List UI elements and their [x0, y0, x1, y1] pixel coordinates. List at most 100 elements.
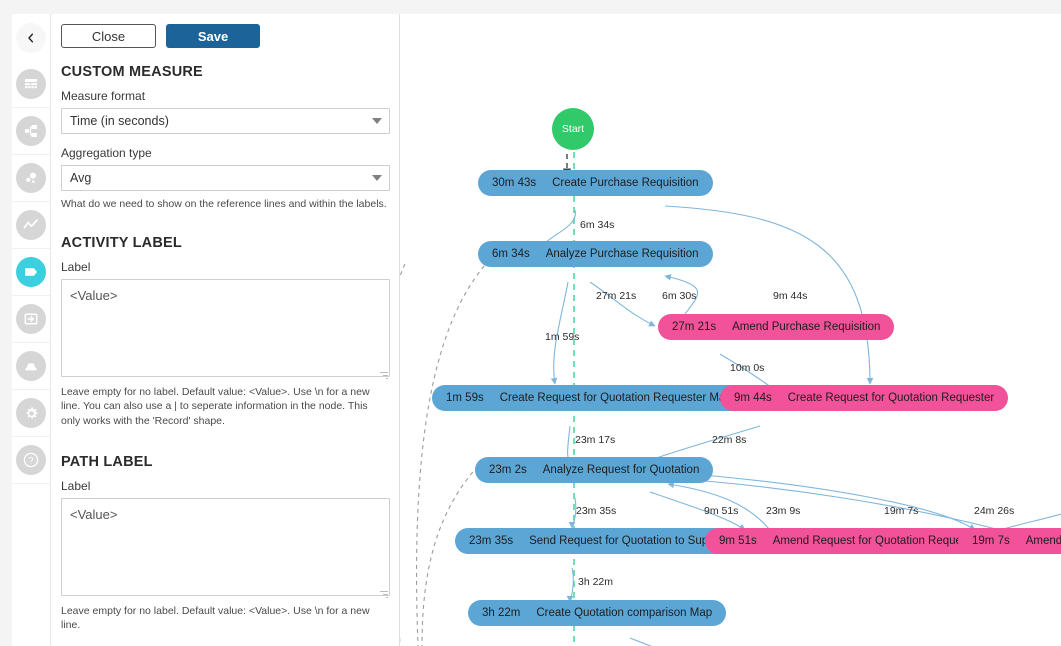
path-label-title: PATH LABEL	[61, 453, 153, 470]
edge-label: 10m 0s	[730, 362, 765, 374]
node-analyze-purchase-requisition[interactable]: 6m 34s Analyze Purchase Requisition	[478, 241, 713, 267]
aggregation-type-select-wrap: Avg	[61, 165, 390, 191]
node-duration: 6m 34s	[492, 248, 530, 260]
node-name: Analyze Purchase Requisition	[545, 248, 699, 260]
node-duration: 27m 21s	[672, 321, 717, 333]
process-map-edges	[400, 130, 1061, 646]
node-duration: 9m 44s	[734, 392, 772, 404]
collapse-panel-button[interactable]	[16, 22, 46, 53]
rail-cell	[12, 108, 50, 155]
panel-actions: Close Save	[61, 24, 387, 48]
node-duration: 9m 51s	[719, 535, 757, 547]
node-name: Create Request for Quotation Requester M…	[499, 392, 755, 404]
process-map-canvas[interactable]: Start 30m 43s Create Purchase Requisitio…	[400, 14, 1061, 646]
chevron-down-icon	[372, 175, 382, 181]
save-button[interactable]: Save	[166, 24, 260, 48]
node-name: Create Quotation comparison Map	[536, 607, 713, 619]
node-duration: 19m 7s	[972, 535, 1010, 547]
custom-measure-hint: What do we need to show on the reference…	[61, 198, 387, 210]
measure-format-select-wrap: Time (in seconds)	[61, 108, 390, 134]
node-name: Amend Request for Quotation Requester	[772, 535, 982, 547]
table-icon	[25, 79, 37, 89]
node-amend-request-truncated[interactable]: 19m 7s Amend Req	[958, 528, 1061, 554]
node-analyze-request-for-quotation[interactable]: 23m 2s Analyze Request for Quotation	[475, 457, 714, 483]
node-duration: 3h 22m	[482, 607, 521, 619]
rail-item-table[interactable]	[16, 69, 46, 99]
activity-label-input[interactable]	[61, 279, 390, 378]
measure-format-select[interactable]: Time (in seconds)	[61, 108, 390, 134]
close-button[interactable]: Close	[61, 24, 156, 48]
rail-item-import[interactable]	[16, 304, 46, 334]
gear-icon	[26, 406, 38, 419]
node-create-quotation-comparison-map[interactable]: 3h 22m Create Quotation comparison Map	[468, 600, 727, 626]
node-start[interactable]: Start	[552, 108, 594, 150]
node-name: Analyze Request for Quotation	[542, 464, 700, 476]
top-strip	[0, 0, 1061, 14]
node-duration: 1m 59s	[446, 392, 484, 404]
activity-label-hint: Leave empty for no label. Default value:…	[61, 386, 370, 427]
rail-item-bubble-chart[interactable]	[16, 163, 46, 193]
bubble-chart-icon	[26, 172, 36, 183]
rail-item-settings[interactable]	[16, 398, 46, 428]
rail-item-line-chart[interactable]	[16, 210, 46, 240]
path-label-field-label: Label	[61, 478, 91, 493]
rail-item-help[interactable]: ?	[16, 445, 46, 475]
edge-label: 23m 17s	[575, 434, 616, 446]
rail-item-labels[interactable]	[16, 257, 46, 287]
edge-label: 3h 22m	[578, 576, 614, 588]
edge-label: 27m 21s	[596, 290, 637, 302]
node-amend-purchase-requisition[interactable]: 27m 21s Amend Purchase Requisition	[658, 314, 895, 340]
aggregation-type-select[interactable]: Avg	[61, 165, 390, 191]
rail-cell	[12, 390, 50, 437]
edge-label: 6m 30s	[662, 290, 697, 302]
node-name: Create Purchase Requisition	[552, 177, 699, 189]
edge-label: 24m 26s	[974, 505, 1015, 517]
node-name: Send Request for Quotation to Supplier	[529, 535, 730, 547]
chevron-down-icon	[372, 118, 382, 124]
custom-measure-title: CUSTOM MEASURE	[61, 64, 203, 80]
activity-label-title: ACTIVITY LABEL	[61, 235, 182, 252]
settings-panel: Close Save CUSTOM MEASURE Measure format…	[50, 14, 400, 646]
node-send-rfq-to-supplier[interactable]: 23m 35s Send Request for Quotation to Su…	[455, 528, 744, 554]
hierarchy-icon	[25, 125, 37, 137]
node-name: Amend Purchase Requisition	[732, 321, 881, 333]
activity-label-field-label: Label	[61, 260, 91, 275]
path-label-input-wrap	[61, 497, 390, 601]
node-name: Amend Req	[1025, 535, 1061, 547]
database-icon	[25, 363, 37, 371]
edge-label: 1m 59s	[545, 331, 580, 343]
rail-cell	[12, 249, 50, 296]
activity-label-input-wrap	[61, 279, 390, 382]
node-create-rfq-requester-manager[interactable]: 1m 59s Create Request for Quotation Requ…	[432, 385, 769, 411]
rail-item-process-map[interactable]	[16, 116, 46, 146]
node-duration: 23m 2s	[489, 464, 527, 476]
edge-label: 23m 9s	[766, 505, 801, 517]
rail-cell	[12, 343, 50, 390]
svg-text:?: ?	[28, 456, 33, 467]
aggregation-type-label: Aggregation type	[61, 146, 152, 160]
node-create-rfq-requester[interactable]: 9m 44s Create Request for Quotation Requ…	[720, 385, 1009, 411]
rail-cell: ?	[12, 437, 50, 484]
help-icon: ?	[23, 452, 39, 468]
icon-rail: ?	[12, 14, 50, 646]
node-duration: 30m 43s	[492, 177, 537, 189]
edge-label: 6m 34s	[580, 219, 615, 231]
rail-item-data[interactable]	[16, 351, 46, 381]
rail-cell	[12, 14, 50, 61]
rail-cell	[12, 296, 50, 343]
import-icon	[24, 313, 38, 325]
node-name: Create Request for Quotation Requester	[787, 392, 995, 404]
edge-label: 22m 8s	[712, 434, 747, 446]
path-label-hint: Leave empty for no label. Default value:…	[61, 604, 370, 631]
path-label-input[interactable]	[61, 497, 390, 596]
tag-icon	[25, 268, 37, 276]
rail-cell	[12, 155, 50, 202]
edge-label: 9m 51s	[704, 505, 739, 517]
chevron-left-icon	[28, 33, 34, 42]
measure-format-label: Measure format	[61, 89, 146, 103]
edge-label: 9m 44s	[773, 290, 808, 302]
node-duration: 23m 35s	[469, 535, 514, 547]
node-amend-rfq-requester[interactable]: 9m 51s Amend Request for Quotation Reque…	[705, 528, 996, 554]
node-create-purchase-requisition[interactable]: 30m 43s Create Purchase Requisition	[478, 170, 713, 196]
